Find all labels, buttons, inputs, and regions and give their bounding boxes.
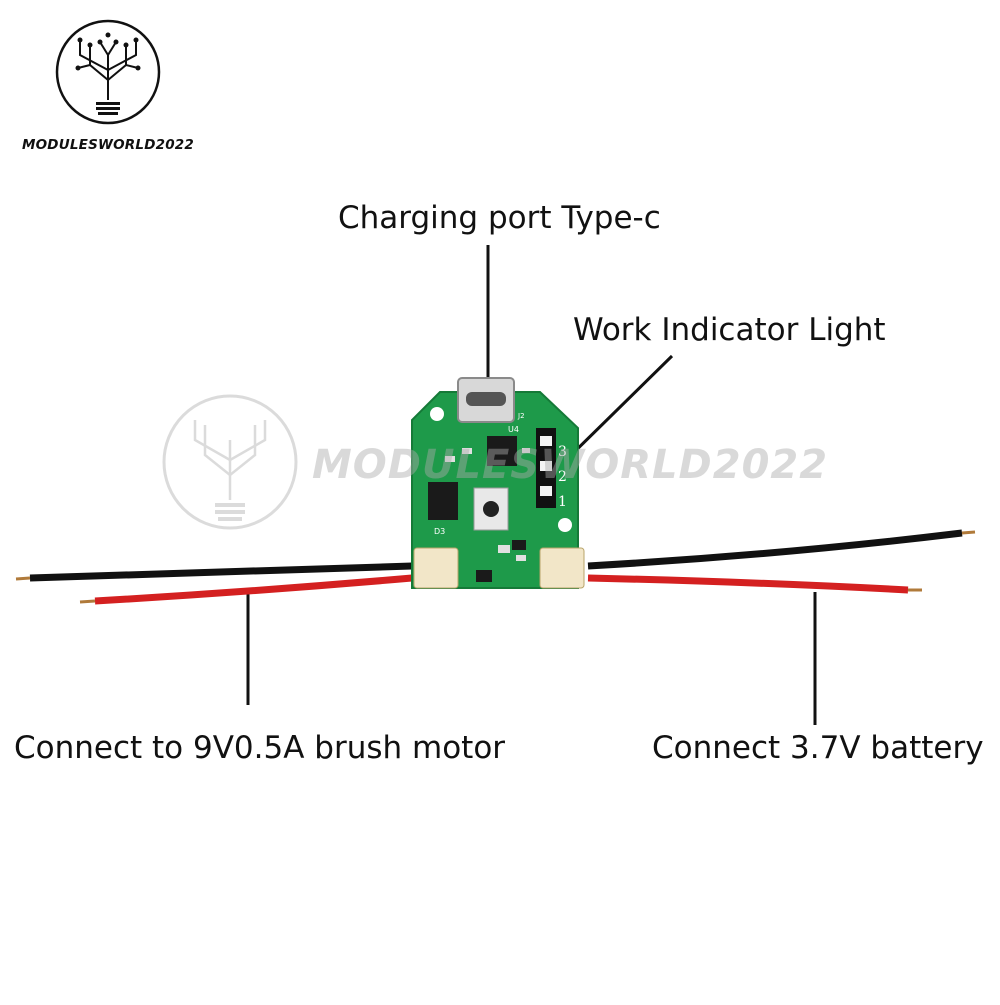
callout-charging-port: Charging port Type-c — [338, 200, 661, 236]
led-number-3: 3 — [558, 444, 567, 460]
watermark-text: MODULESWORLD2022 — [312, 442, 829, 488]
battery-wires — [587, 529, 976, 594]
silk-j2: J2 — [517, 412, 525, 420]
battery-connector — [539, 547, 585, 589]
led-number-1: 1 — [558, 494, 567, 510]
ic-chip — [487, 436, 517, 466]
brand-logo-icon — [55, 19, 161, 125]
motor-connector — [413, 547, 459, 589]
callout-indicator-light: Work Indicator Light — [573, 312, 886, 348]
led-number-2: 2 — [558, 469, 567, 485]
silk-u4: U4 — [508, 425, 519, 434]
callout-battery: Connect 3.7V battery — [652, 730, 984, 766]
motor-wires — [15, 562, 413, 605]
silk-d3: D3 — [434, 527, 445, 536]
sop-chip — [428, 482, 458, 520]
callout-motor: Connect to 9V0.5A brush motor — [14, 730, 506, 766]
pcb-board: 3 2 1 U4 D3 J2 — [411, 377, 585, 589]
brand-name: MODULESWORLD2022 — [22, 137, 194, 153]
watermark-logo-icon — [162, 394, 298, 530]
